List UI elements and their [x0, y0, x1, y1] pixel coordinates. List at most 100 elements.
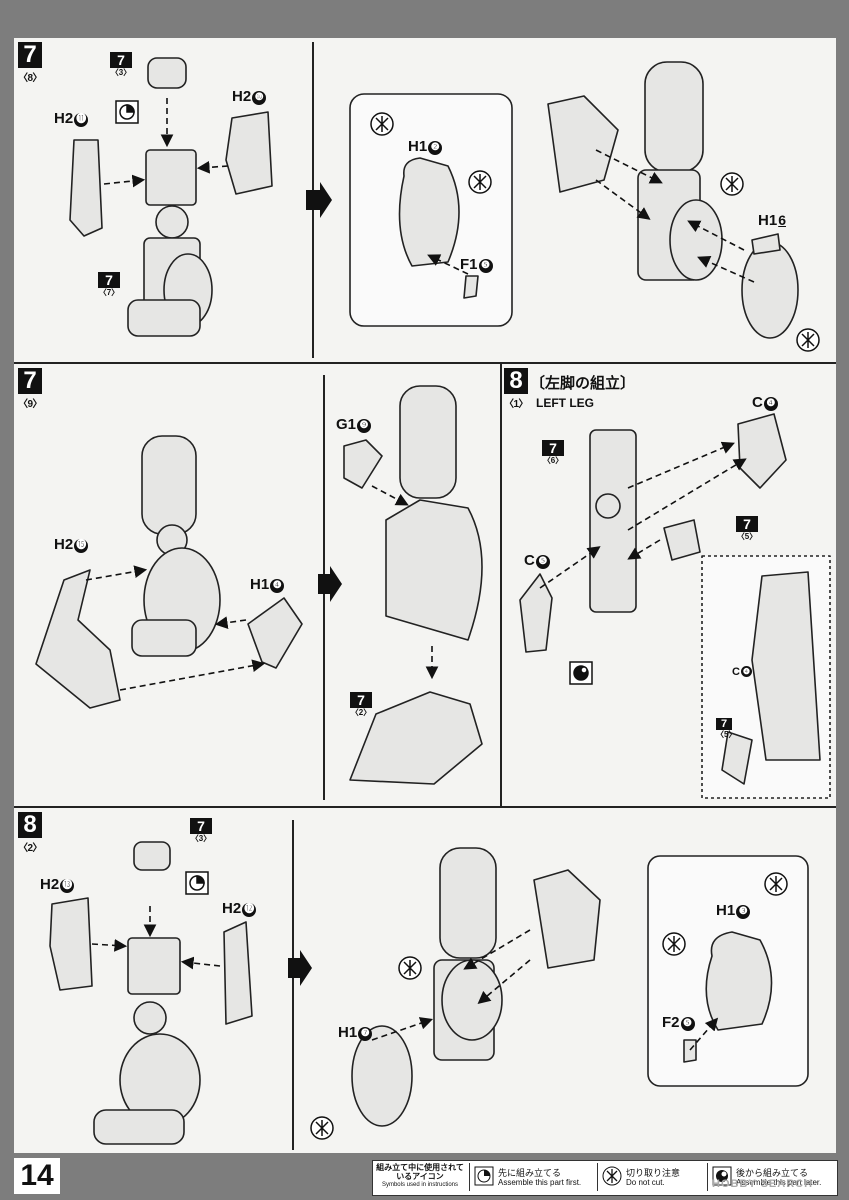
part-number: ❸: [736, 905, 751, 919]
part-code: H2: [54, 110, 74, 127]
ref-tag: 7 〈2〉: [350, 692, 372, 717]
ref-sub: 〈3〉: [110, 68, 132, 77]
legend-caption-en: Symbols used in instructions: [381, 1182, 459, 1188]
ref-sub: 〈5〉: [716, 730, 737, 739]
divider-v4: [292, 820, 294, 1150]
part-number: ❾: [357, 419, 372, 433]
ref-tag: 7 〈6〉: [542, 440, 564, 465]
step-8-1-number: 8: [504, 368, 528, 394]
legend-item-assemble-later: 後から組み立てる Assemble this part later.: [707, 1163, 836, 1191]
ref-number: 7: [350, 692, 372, 708]
legend-item-en: Assemble this part first.: [498, 1178, 582, 1187]
icon-legend: 組み立て中に使用されているアイコン Symbols used in instru…: [372, 1160, 838, 1196]
part-number: ⓯: [74, 539, 89, 553]
legend-item-jp: 先に組み立てる: [498, 1168, 562, 1178]
part-label-h1-6: H16: [758, 212, 786, 229]
ref-sub: 〈3〉: [190, 834, 212, 843]
ref-number: 7: [98, 272, 120, 288]
part-code: H1: [250, 576, 270, 593]
part-number: ❹: [270, 579, 285, 593]
step-8-title-en: LEFT LEG: [536, 396, 594, 410]
ref-number: 7: [542, 440, 564, 456]
ref-number: 7: [190, 818, 212, 834]
part-number: ⓭: [60, 879, 75, 893]
do-not-cut-icon: [602, 1166, 622, 1186]
part-number: 6: [778, 212, 786, 228]
ref-sub: 〈6〉: [542, 456, 564, 465]
ref-number: 7: [716, 718, 732, 730]
ref-number: 7: [736, 516, 758, 532]
part-number: ❺: [535, 555, 550, 569]
part-number: ⓬: [242, 903, 257, 917]
step-8-title: 〔左脚の組立〕: [530, 375, 636, 392]
part-code: H1: [408, 138, 428, 155]
part-code: G1: [336, 416, 357, 433]
part-code: H1: [758, 212, 778, 229]
step-8-2-number: 8: [18, 812, 42, 838]
step-8-2-sub: 〈2〉: [18, 843, 43, 854]
legend-item-assemble-first: 先に組み立てる Assemble this part first.: [469, 1163, 596, 1191]
ref-sub: 〈5〉: [736, 532, 758, 541]
part-number: ❹: [740, 666, 752, 677]
part-code: F1: [460, 256, 478, 273]
assemble-later-icon: [712, 1166, 732, 1186]
divider-row-1: [14, 362, 836, 364]
part-code: F2: [662, 1014, 680, 1031]
part-code: H1: [716, 902, 736, 919]
divider-row-2: [14, 806, 836, 808]
legend-item-jp: 切り取り注意: [626, 1168, 681, 1178]
legend-item-jp: 後から組み立てる: [736, 1168, 809, 1178]
ref-number: 7: [110, 52, 132, 68]
legend-item-en: Do not cut.: [626, 1178, 665, 1187]
assemble-first-icon: [474, 1166, 494, 1186]
part-code: H2: [40, 876, 60, 893]
part-code: C: [752, 394, 763, 411]
part-code: H2: [232, 88, 252, 105]
legend-item-en: Assemble this part later.: [736, 1178, 822, 1187]
ref-tag: 7 〈5〉: [736, 516, 758, 541]
step-7-9-sub: 〈9〉: [18, 399, 43, 410]
part-number: ❼: [358, 1027, 373, 1041]
ref-tag: 7 〈5〉: [716, 718, 737, 739]
ref-tag: 7 〈3〉: [110, 52, 132, 77]
page-number: 14: [14, 1158, 60, 1194]
ref-tag: 7 〈7〉: [98, 272, 120, 297]
step-7-8-sub: 〈8〉: [18, 73, 43, 84]
ref-sub: 〈2〉: [350, 708, 372, 717]
part-number: ❷: [428, 141, 443, 155]
part-code: C: [524, 552, 535, 569]
part-code: H1: [338, 1024, 358, 1041]
part-code: C: [732, 666, 740, 678]
ref-sub: 〈7〉: [98, 288, 120, 297]
part-code: H2: [222, 900, 242, 917]
part-code: H2: [54, 536, 74, 553]
legend-caption: 組み立て中に使用されているアイコン Symbols used in instru…: [375, 1163, 465, 1190]
legend-caption-jp: 組み立て中に使用されているアイコン: [376, 1163, 464, 1181]
part-number: ❺: [680, 1017, 695, 1031]
divider-v3: [500, 364, 502, 806]
part-number: ❿: [252, 91, 267, 105]
part-number: ⓫: [74, 113, 89, 127]
ref-tag: 7 〈3〉: [190, 818, 212, 843]
legend-item-do-not-cut: 切り取り注意 Do not cut.: [597, 1163, 706, 1191]
step-7-8-number: 7: [18, 42, 42, 68]
step-8-1-sub: 〈1〉: [504, 399, 529, 410]
watermark-logo: HOBBY SEARCH: [712, 1178, 814, 1190]
part-number: ❺: [478, 259, 493, 273]
